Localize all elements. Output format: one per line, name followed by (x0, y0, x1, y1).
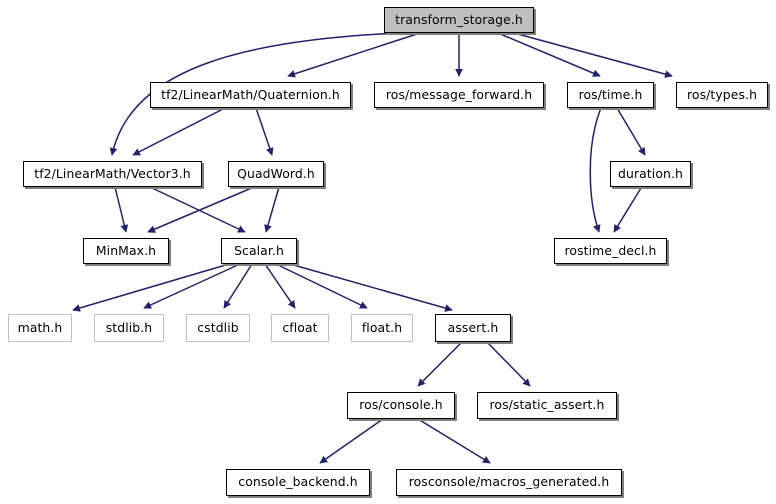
edge-vector3-to-scalar (149, 186, 246, 233)
edge-transform-storage-to-quaternion (287, 32, 421, 78)
edge-quadword-to-minmax (147, 186, 255, 233)
edge-quadword-to-scalar (264, 186, 280, 233)
edge-transform-storage-to-vector3 (109, 32, 401, 156)
graph-node-ros_static_assert[interactable]: ros/static_assert.h (477, 392, 617, 419)
graph-node-quaternion[interactable]: tf2/LinearMath/Quaternion.h (150, 82, 351, 108)
edge-scalar-to-assert-h (289, 263, 453, 312)
graph-node-stdlib_h[interactable]: stdlib.h (94, 314, 164, 342)
graph-node-ros_types[interactable]: ros/types.h (676, 82, 768, 108)
edge-quaternion-to-vector3 (132, 107, 226, 156)
edge-assert-h-to-ros-console (417, 341, 463, 387)
graph-node-quadword[interactable]: QuadWord.h (228, 161, 324, 187)
graph-node-cfloat[interactable]: cfloat (271, 314, 329, 342)
graph-node-message_forward[interactable]: ros/message_forward.h (374, 82, 544, 108)
graph-node-cstdlib[interactable]: cstdlib (186, 314, 250, 342)
graph-node-ros_console[interactable]: ros/console.h (347, 392, 455, 419)
edge-scalar-to-math-h (72, 263, 230, 312)
edge-quaternion-to-quadword (255, 107, 274, 156)
graph-node-ros_time[interactable]: ros/time.h (567, 82, 654, 108)
edge-ros-console-to-macros-generated (417, 418, 491, 464)
graph-node-float_h[interactable]: float.h (351, 314, 413, 342)
graph-node-console_backend[interactable]: console_backend.h (226, 469, 370, 496)
graph-node-macros_generated[interactable]: rosconsole/macros_generated.h (396, 469, 622, 496)
graph-node-vector3[interactable]: tf2/LinearMath/Vector3.h (23, 161, 202, 187)
graph-node-scalar[interactable]: Scalar.h (221, 238, 297, 264)
edge-vector3-to-minmax (114, 186, 129, 233)
graph-node-duration[interactable]: duration.h (610, 161, 691, 187)
edge-scalar-to-cfloat (264, 263, 296, 309)
edge-scalar-to-cstdlib (223, 263, 253, 309)
edge-ros-time-to-rostime-decl (589, 107, 602, 233)
edge-scalar-to-float-h (275, 263, 368, 309)
edge-duration-to-rostime-decl (613, 187, 642, 233)
graph-node-rostime_decl[interactable]: rostime_decl.h (554, 238, 667, 264)
edge-ros-console-to-console-backend (319, 418, 384, 464)
edge-scalar-to-stdlib-h (143, 263, 241, 309)
graph-node-math_h[interactable]: math.h (8, 314, 72, 342)
edge-transform-storage-to-ros-time (497, 32, 601, 77)
edge-assert-h-to-ros-static-assert (486, 341, 531, 387)
graph-node-transform_storage[interactable]: transform_storage.h (384, 7, 534, 33)
edge-ros-time-to-duration (616, 107, 646, 156)
graph-node-assert_h[interactable]: assert.h (435, 314, 511, 342)
edge-transform-storage-to-ros-types (513, 32, 673, 78)
graph-node-minmax[interactable]: MinMax.h (83, 238, 169, 264)
